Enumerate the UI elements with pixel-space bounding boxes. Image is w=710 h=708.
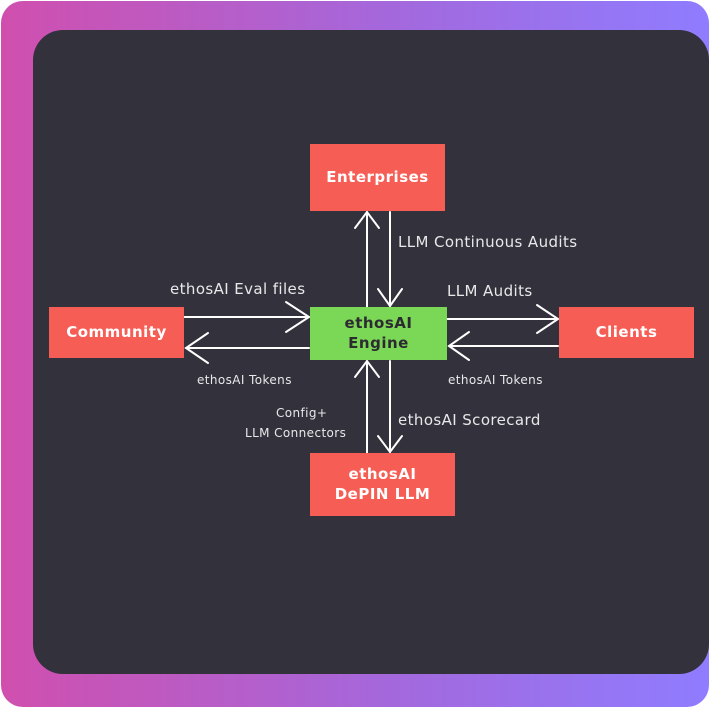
arrow-engine-to-clients bbox=[446, 304, 560, 334]
arrow-enterprises-to-engine bbox=[377, 211, 403, 308]
node-depin: ethosAI DePIN LLM bbox=[310, 453, 455, 516]
node-clients-label: Clients bbox=[595, 322, 658, 341]
arrow-engine-to-enterprises bbox=[354, 210, 380, 308]
arrow-depin-to-engine bbox=[354, 359, 380, 454]
arrow-engine-to-depin bbox=[377, 360, 403, 454]
label-llm-continuous-audits: LLM Continuous Audits bbox=[398, 233, 578, 251]
node-enterprises-label: Enterprises bbox=[326, 167, 429, 186]
node-community-label: Community bbox=[66, 322, 167, 341]
label-ethosai-scorecard: ethosAI Scorecard bbox=[398, 411, 541, 429]
label-ethosai-tokens-clients: ethosAI Tokens bbox=[448, 373, 543, 387]
node-engine-label: ethosAI Engine bbox=[344, 314, 413, 352]
label-config: Config+ bbox=[276, 406, 328, 420]
label-ethosai-tokens-community: ethosAI Tokens bbox=[197, 373, 292, 387]
node-depin-label: ethosAI DePIN LLM bbox=[334, 465, 431, 503]
node-clients: Clients bbox=[559, 307, 694, 358]
arrow-clients-to-engine bbox=[447, 331, 559, 361]
node-engine: ethosAI Engine bbox=[310, 307, 447, 360]
label-llm-audits: LLM Audits bbox=[447, 282, 533, 300]
node-enterprises: Enterprises bbox=[310, 144, 445, 211]
arrow-engine-to-community bbox=[184, 332, 310, 364]
label-ethosai-eval-files: ethosAI Eval files bbox=[170, 280, 306, 298]
node-community: Community bbox=[49, 307, 184, 358]
label-llm-connectors: LLM Connectors bbox=[245, 426, 347, 440]
arrow-community-to-engine bbox=[183, 301, 311, 333]
